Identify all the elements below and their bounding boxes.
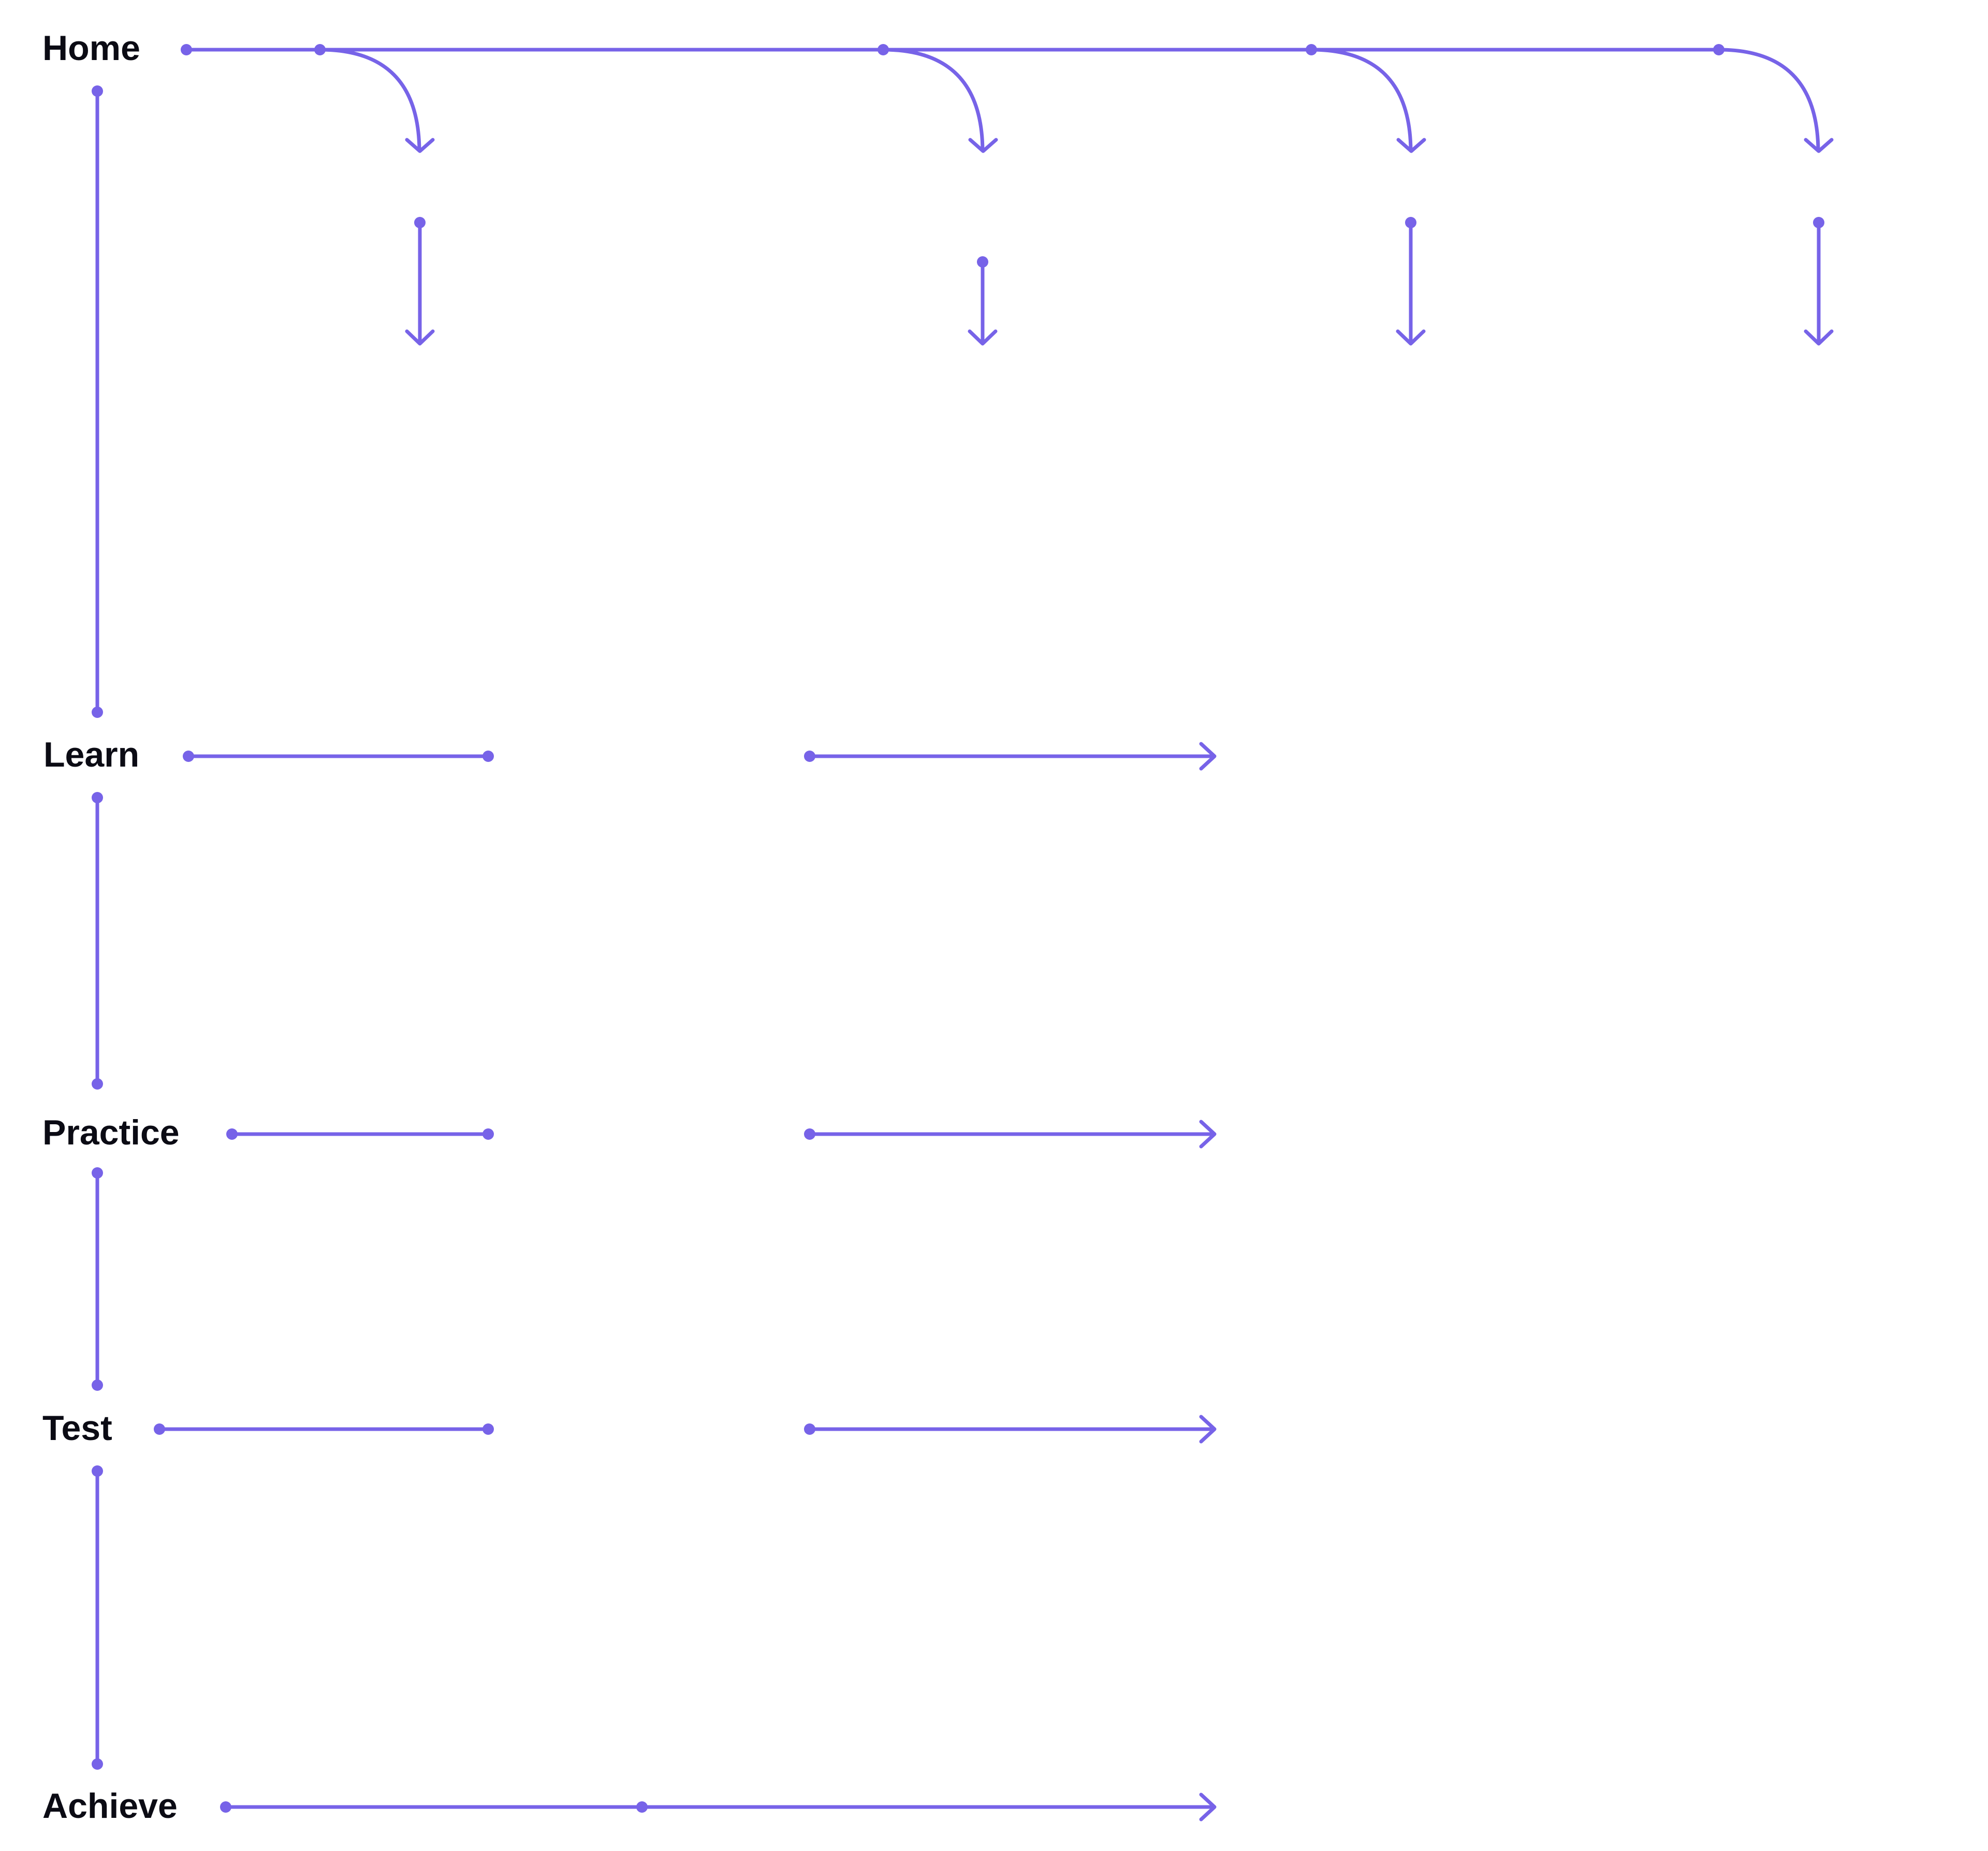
dot-learn-mid: [483, 751, 494, 762]
dot-spine-1-top: [92, 85, 103, 97]
dot-achieve-start: [220, 1801, 231, 1813]
dot-home-branch-3: [1306, 44, 1317, 55]
connector-dots: [92, 44, 1824, 1813]
dot-down-arrow-2: [977, 256, 988, 268]
dot-practice-right: [804, 1128, 815, 1140]
dot-learn-start: [183, 751, 194, 762]
dot-spine-2-top: [92, 792, 103, 803]
down-arrowhead-3: [1396, 329, 1426, 346]
dot-spine-2-bottom: [92, 1078, 103, 1090]
home-branch-curve-4: [1717, 48, 1820, 152]
home-branch-arrowhead-3: [1396, 138, 1426, 153]
home-branch-curve-1: [318, 48, 421, 152]
dot-test-start: [154, 1423, 165, 1435]
dot-down-arrow-3: [1405, 217, 1416, 228]
dot-spine-4-bottom: [92, 1758, 103, 1770]
down-arrowhead-4: [1804, 329, 1834, 346]
home-branch-arrowhead-2: [968, 138, 998, 153]
stage-label-home: Home: [42, 28, 140, 68]
down-arrowhead-2: [968, 329, 998, 346]
dot-test-right: [804, 1423, 815, 1435]
dot-home-branch-4: [1713, 44, 1724, 55]
dot-home-start: [181, 44, 192, 55]
dot-spine-3-top: [92, 1167, 103, 1179]
dot-down-arrow-1: [414, 217, 426, 228]
stage-label-learn: Learn: [43, 735, 139, 774]
home-branch-curve-3: [1309, 48, 1413, 152]
dot-home-branch-2: [878, 44, 889, 55]
home-branch-curve-2: [881, 48, 985, 152]
connector-lines: [95, 48, 1834, 1821]
stage-label-achieve: Achieve: [42, 1786, 178, 1826]
dot-practice-mid: [483, 1128, 494, 1140]
dot-learn-right: [804, 751, 815, 762]
down-arrowhead-1: [405, 329, 435, 346]
stage-label-practice: Practice: [42, 1113, 180, 1152]
dot-test-mid: [483, 1423, 494, 1435]
dot-spine-4-top: [92, 1465, 103, 1477]
dot-achieve-mid: [636, 1801, 648, 1813]
dot-spine-3-bottom: [92, 1379, 103, 1391]
home-branch-arrowhead-4: [1804, 138, 1834, 153]
dot-practice-start: [226, 1128, 238, 1140]
achieve-arrowhead: [1199, 1793, 1217, 1821]
dot-spine-1-bottom: [92, 707, 103, 718]
practice-arrowhead: [1199, 1120, 1217, 1149]
learn-arrowhead: [1199, 742, 1217, 771]
dot-home-branch-1: [314, 44, 326, 55]
stage-label-test: Test: [42, 1408, 112, 1448]
test-arrowhead: [1199, 1415, 1217, 1444]
dot-down-arrow-4: [1813, 217, 1824, 228]
home-branch-arrowhead-1: [405, 138, 435, 153]
